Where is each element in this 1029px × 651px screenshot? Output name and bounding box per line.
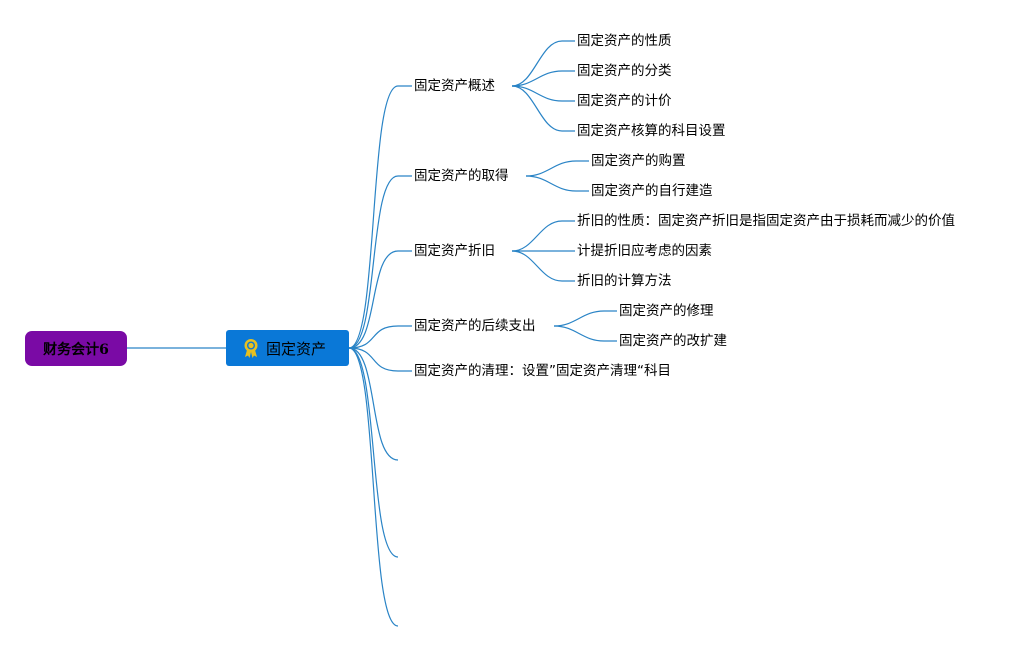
leaf-label[interactable]: 固定资产的计价 — [577, 93, 672, 109]
branch-connector — [348, 325, 412, 349]
branch-label-subsequent-expenditure[interactable]: 固定资产的后续支出 — [414, 318, 536, 334]
branch-connector — [348, 85, 412, 349]
main-topic-label: 固定资产 — [266, 339, 327, 358]
leaf-label[interactable]: 折旧的计算方法 — [577, 273, 672, 289]
leaf-label[interactable]: 固定资产核算的科目设置 — [577, 123, 726, 139]
leaf-label[interactable]: 计提折旧应考虑的因素 — [577, 243, 712, 259]
leaf-connector — [553, 325, 617, 342]
leaf-connector — [511, 70, 575, 87]
leaf-connector — [525, 175, 589, 192]
root-node-label: 财务会计6 — [43, 341, 109, 358]
leaf-connector — [511, 220, 575, 252]
root-node[interactable]: 财务会计6 — [25, 331, 127, 366]
branch-connector — [348, 347, 412, 372]
leaf-connector — [511, 85, 575, 102]
branch-connector — [348, 347, 399, 558]
branch-connector — [348, 175, 412, 349]
leaf-label[interactable]: 固定资产的性质 — [577, 33, 672, 49]
leaf-label[interactable]: 折旧的性质：固定资产折旧是指固定资产由于损耗而减少的价值 — [577, 213, 955, 229]
leaf-label[interactable]: 固定资产的自行建造 — [591, 183, 713, 199]
leaf-label[interactable]: 固定资产的分类 — [577, 63, 672, 79]
branch-connector — [348, 250, 412, 349]
leaf-label[interactable]: 固定资产的改扩建 — [619, 333, 727, 349]
leaf-connector — [511, 250, 575, 282]
branch-connector — [348, 347, 399, 627]
main-topic-node[interactable]: 固定资产 — [226, 330, 349, 366]
leaf-connector — [511, 85, 575, 132]
leaf-connector — [553, 310, 617, 327]
branch-label-acquisition[interactable]: 固定资产的取得 — [414, 168, 509, 184]
leaf-label[interactable]: 固定资产的修理 — [619, 303, 714, 319]
branch-label-depreciation[interactable]: 固定资产折旧 — [414, 243, 495, 259]
award-ribbon-icon — [244, 339, 258, 358]
leaf-connector — [525, 160, 589, 177]
leaf-label[interactable]: 固定资产的购置 — [591, 153, 686, 169]
branch-label-disposal[interactable]: 固定资产的清理：设置”固定资产清理“科目 — [414, 363, 671, 379]
leaf-connector — [511, 40, 575, 87]
branch-label-overview[interactable]: 固定资产概述 — [414, 78, 495, 94]
branch-connector — [348, 347, 399, 461]
